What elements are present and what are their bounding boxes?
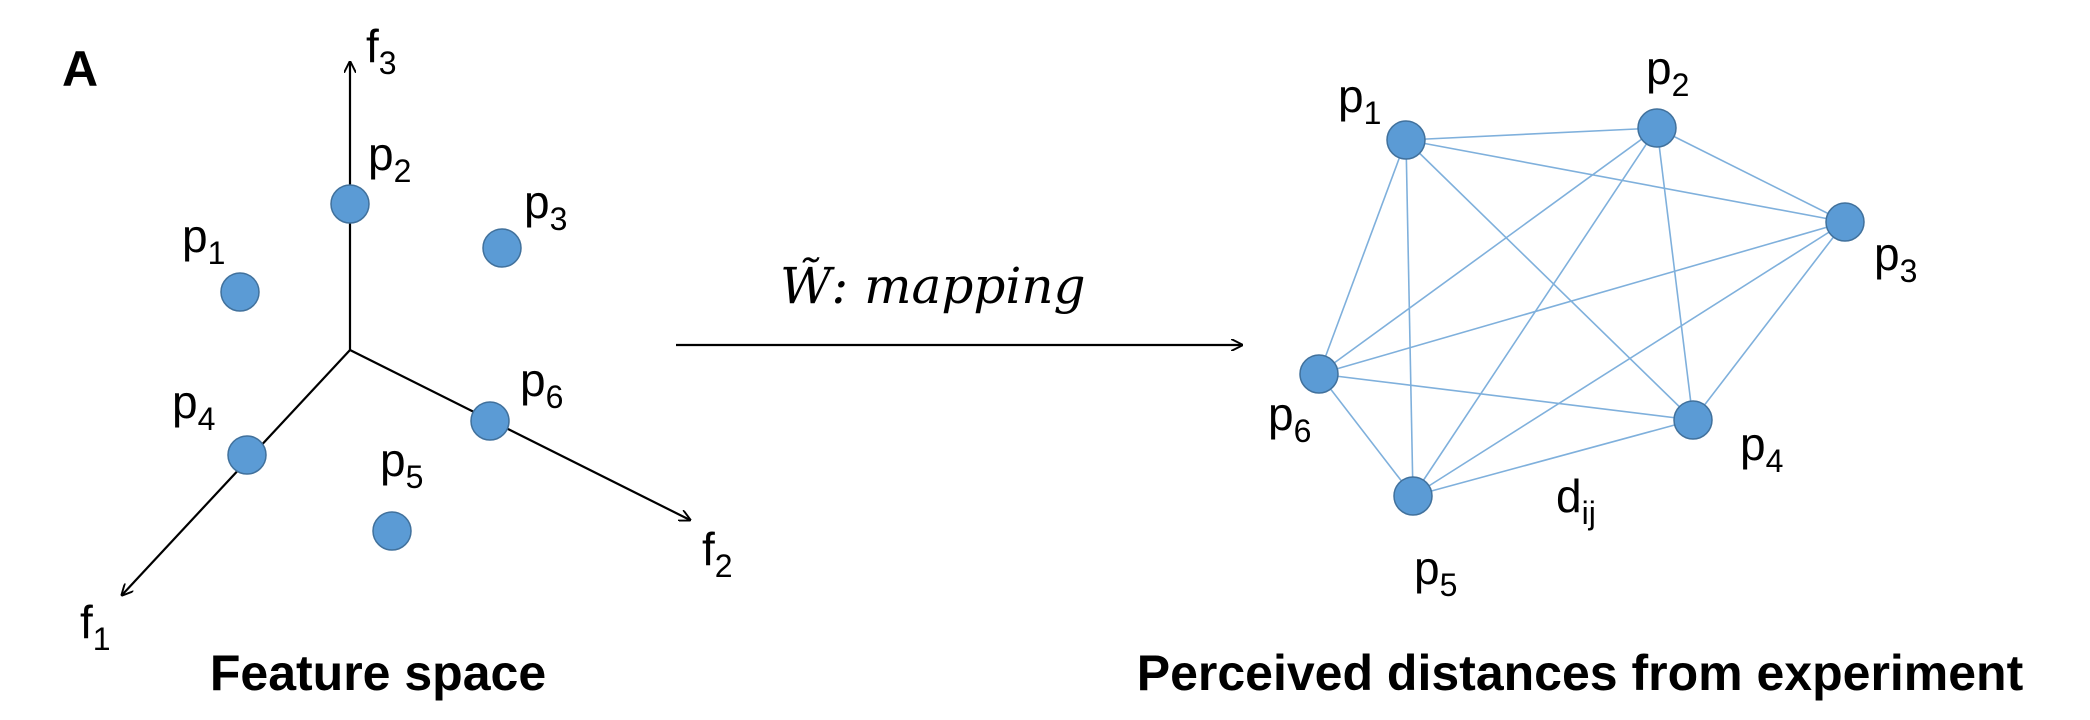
graph-node-label-p1: p1 <box>1338 70 1381 131</box>
feature-point-p3 <box>482 228 522 268</box>
graph-node-label-p2: p2 <box>1646 42 1689 103</box>
distance-label-sub: ij <box>1582 495 1596 531</box>
graph-node-label-p3: p3 <box>1874 228 1917 289</box>
graph-node-p4 <box>1673 400 1713 440</box>
edge-p2-p4 <box>1656 127 1694 421</box>
graph-node-p2 <box>1637 108 1677 148</box>
feature-point-label-p1: p1 <box>182 210 225 271</box>
feature-points: p1 p2 p3 p4 p5 p6 <box>172 128 567 551</box>
caption-perceived-distances: Perceived distances from experiment <box>1137 645 2024 701</box>
graph-node-p5 <box>1393 476 1433 516</box>
distance-label-base: d <box>1556 470 1582 522</box>
edge-p2-p3 <box>1656 127 1846 223</box>
feature-point-p1 <box>220 272 260 312</box>
graph-node-p1 <box>1386 120 1426 160</box>
axis-label-f3: f3 <box>366 20 397 81</box>
feature-point-p4 <box>227 435 267 475</box>
graph-node-label-p5: p5 <box>1414 542 1457 603</box>
distance-graph-nodes: p1 p2 p3 p4 p5 p6 <box>1268 42 1917 603</box>
caption-feature-space: Feature space <box>210 645 546 701</box>
feature-point-p6 <box>470 401 510 441</box>
axis-label-f2: f2 <box>702 523 733 584</box>
edge-p3-p5 <box>1412 221 1846 497</box>
edge-p1-p3 <box>1405 139 1846 223</box>
edge-p1-p2 <box>1405 127 1658 141</box>
mapping-label: W̃: mapping <box>780 256 1086 315</box>
axis-f2-line <box>349 349 690 520</box>
distance-graph-edges <box>1318 127 1846 497</box>
distance-label: dij <box>1556 470 1596 531</box>
axis-f1-line <box>122 349 351 595</box>
edge-p3-p4 <box>1692 221 1846 421</box>
graph-node-label-p6: p6 <box>1268 388 1311 449</box>
graph-node-label-p4: p4 <box>1740 418 1783 479</box>
graph-node-p3 <box>1825 202 1865 242</box>
edge-p5-p6 <box>1318 373 1414 497</box>
feature-point-p5 <box>372 511 412 551</box>
graph-node-p6 <box>1299 354 1339 394</box>
edge-p3-p6 <box>1318 221 1846 375</box>
edge-p1-p4 <box>1405 139 1694 421</box>
feature-point-label-p6: p6 <box>520 354 563 415</box>
feature-point-label-p5: p5 <box>380 434 423 495</box>
panel-label: A <box>62 41 98 97</box>
feature-point-label-p4: p4 <box>172 376 215 437</box>
axis-labels: f1 f2 f3 <box>80 20 733 657</box>
edge-p4-p5 <box>1412 419 1694 497</box>
edge-p4-p6 <box>1318 373 1694 421</box>
edge-p1-p6 <box>1318 139 1407 375</box>
feature-point-p2 <box>330 184 370 224</box>
axis-label-f1: f1 <box>80 596 111 657</box>
feature-point-label-p2: p2 <box>368 128 411 189</box>
edge-p1-p5 <box>1405 139 1414 497</box>
edge-p2-p6 <box>1318 127 1658 375</box>
feature-space-axes <box>122 62 690 595</box>
feature-point-label-p3: p3 <box>524 176 567 237</box>
